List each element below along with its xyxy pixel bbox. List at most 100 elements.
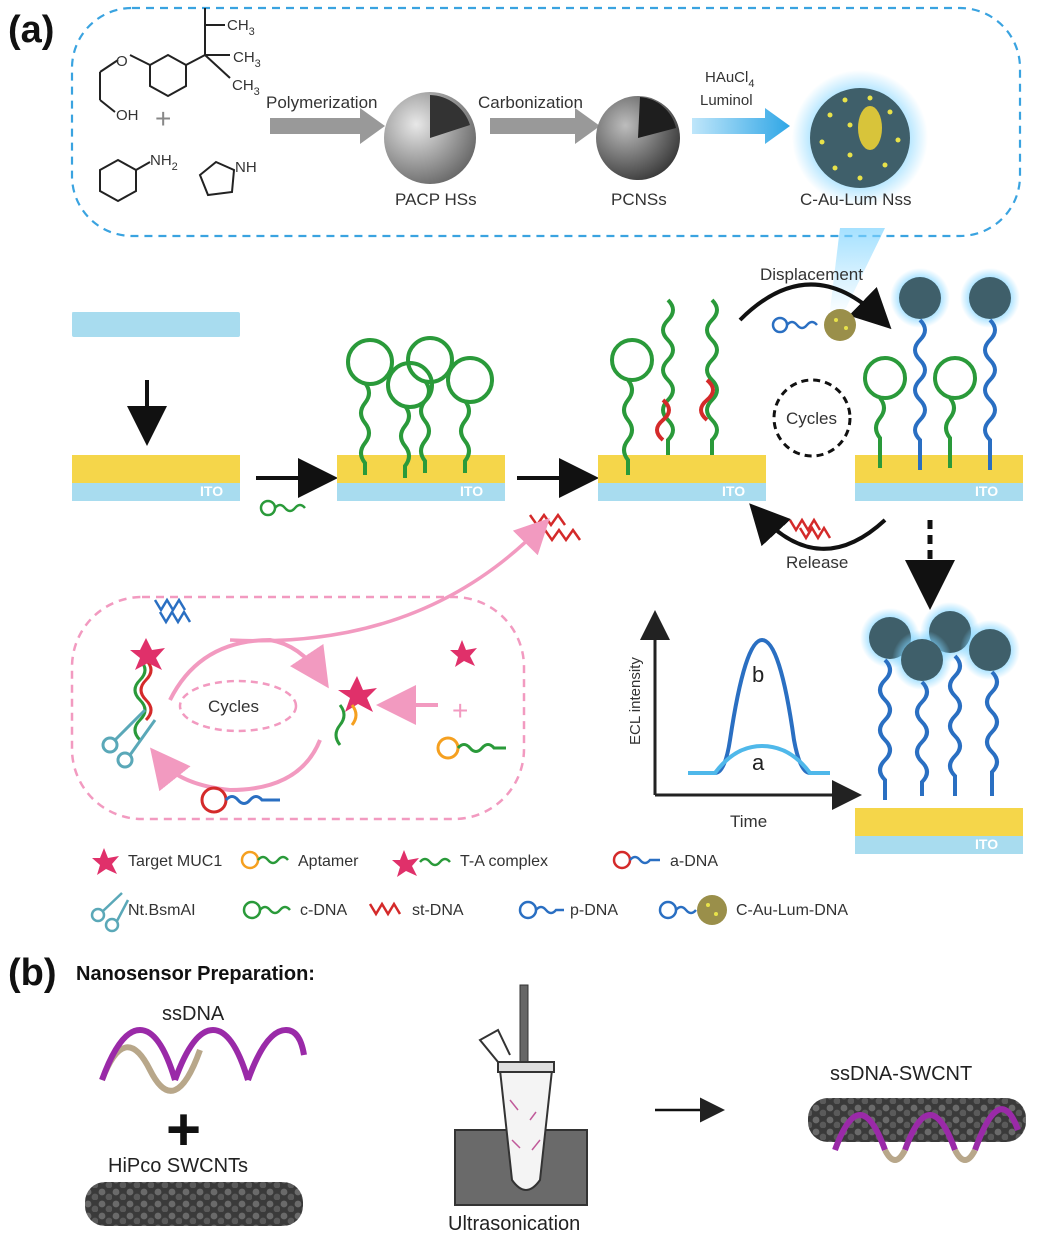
c-dna-icon-flow xyxy=(259,499,306,517)
product-c-au-lum-nss: C-Au-Lum Nss xyxy=(800,190,911,209)
ecl-curve-a xyxy=(688,743,830,775)
legend-label-4: Nt.BsmAI xyxy=(128,902,196,919)
product-pacp-hss: PACP HSs xyxy=(395,190,477,209)
st-dna-icon xyxy=(368,901,402,917)
probe-helices xyxy=(863,318,997,470)
legend-label-3: a-DNA xyxy=(670,853,718,870)
ito-label-1: ITO xyxy=(200,483,223,499)
cycle-arrow-bottom xyxy=(149,739,322,793)
st-dna-output-arrow xyxy=(229,518,550,643)
ssdna-swcnt-label: ssDNA-SWCNT xyxy=(830,1063,972,1085)
legend-label-1: Aptamer xyxy=(298,853,359,870)
t-a-complex-right xyxy=(334,676,377,746)
nh-label: NH xyxy=(235,159,257,176)
ssdna-helix xyxy=(99,1026,307,1094)
displacement-arrow xyxy=(738,282,892,330)
polymerization-arrow xyxy=(270,108,385,144)
swcnt-tube xyxy=(85,1182,303,1226)
pink-plus: + xyxy=(452,695,468,726)
ecl-plot xyxy=(640,610,862,810)
panel-a-tag: (a) xyxy=(8,9,54,51)
st-dna-bound xyxy=(655,378,715,442)
panel-b-title: Nanosensor Preparation: xyxy=(76,963,315,985)
step-haucl4: HAuCl4 xyxy=(705,69,754,90)
p-dna-released xyxy=(153,597,192,625)
t-a-complex-target-left xyxy=(130,638,165,670)
oxygen-atom: O xyxy=(116,53,128,70)
monomer-structure xyxy=(99,8,231,113)
target-recycling-box xyxy=(70,595,526,821)
t-a-duplex-left xyxy=(133,658,153,742)
a-dna-icon xyxy=(612,850,660,870)
displacement-label: Displacement xyxy=(760,265,863,284)
ssdna-label: ssDNA xyxy=(162,1003,225,1025)
c-dna-hairpins xyxy=(346,336,494,478)
final-particles xyxy=(860,602,1020,690)
synthesis-box xyxy=(70,6,1022,238)
target-muc1-free xyxy=(450,640,477,667)
c-au-lum-dna-icon xyxy=(658,895,727,925)
step-carbonization: Carbonization xyxy=(478,93,583,112)
ito-label-4: ITO xyxy=(975,483,998,499)
step-polymerization: Polymerization xyxy=(266,93,378,112)
ecl-curve-b xyxy=(688,637,830,775)
scissors-icon xyxy=(90,892,130,933)
wrapping-ssdna xyxy=(832,1106,1021,1163)
c-dna-icon xyxy=(242,900,291,920)
released-st-dna xyxy=(788,517,832,541)
nh2-label: NH2 xyxy=(150,152,178,173)
oh-label: OH xyxy=(116,107,139,124)
legend-label-8: C-Au-Lum-DNA xyxy=(736,902,848,919)
aptamer-icon xyxy=(240,850,289,870)
target-muc1-icon xyxy=(92,848,119,875)
scissors-icon-cut xyxy=(101,708,157,769)
cycles-circle xyxy=(772,378,852,458)
legend: Target MUC1 Aptamer T-A complex a-DNA Nt… xyxy=(90,848,848,933)
panel-b-tag: (b) xyxy=(8,952,57,994)
opened-hairpins xyxy=(610,298,719,475)
bare-glass-slide xyxy=(72,312,240,337)
final-helices xyxy=(878,654,999,800)
carbonization-arrow xyxy=(490,108,600,144)
ecl-ylabel: ECL intensity xyxy=(627,657,644,745)
ito-label-5: ITO xyxy=(975,836,998,852)
pcnss-cutaway xyxy=(638,97,676,138)
legend-label-0: Target MUC1 xyxy=(128,853,222,870)
ch3-label-3: CH3 xyxy=(232,77,260,98)
ecl-xlabel: Time xyxy=(730,812,767,831)
inner-cycles-label: Cycles xyxy=(208,697,259,716)
release-arrow xyxy=(749,503,887,551)
aptamer-free xyxy=(436,736,506,760)
haucl4-arrow xyxy=(692,108,790,144)
ito-electrode-4 xyxy=(855,455,1023,501)
st-dna-icon-flow xyxy=(528,512,582,543)
ito-electrode-5 xyxy=(855,808,1023,854)
legend-label-7: p-DNA xyxy=(570,902,618,919)
t-a-complex-icon xyxy=(392,850,451,877)
swcnt-label: HiPco SWCNTs xyxy=(108,1155,248,1177)
gold-core xyxy=(858,106,882,150)
ch3-label-1: CH3 xyxy=(227,17,255,38)
probe-particles xyxy=(890,268,1020,328)
zoom-beam xyxy=(830,228,885,310)
release-label: Release xyxy=(786,553,848,572)
cycle-arrow-top xyxy=(168,637,329,701)
curve-b-label: b xyxy=(752,662,764,687)
inner-cycles-ellipse xyxy=(178,679,298,733)
legend-label-2: T-A complex xyxy=(460,853,548,870)
c-au-lum-dna-probe xyxy=(771,309,856,341)
curve-a-label: a xyxy=(752,750,765,775)
plus-sign: + xyxy=(155,103,171,134)
pyrrole-structure xyxy=(198,160,236,197)
ultrasonication-setup xyxy=(454,984,588,1206)
plus-symbol: + xyxy=(166,1096,201,1163)
ultrasonication-label: Ultrasonication xyxy=(448,1213,580,1235)
product-pcnss: PCNSs xyxy=(611,190,667,209)
pacp-cutaway xyxy=(430,95,470,138)
aniline-structure xyxy=(99,158,151,203)
p-dna-icon xyxy=(518,900,564,920)
a-dna-free xyxy=(200,786,280,814)
ch3-label-2: CH3 xyxy=(233,49,261,70)
step-luminol: Luminol xyxy=(700,92,753,109)
ito-electrode-1 xyxy=(72,455,240,501)
